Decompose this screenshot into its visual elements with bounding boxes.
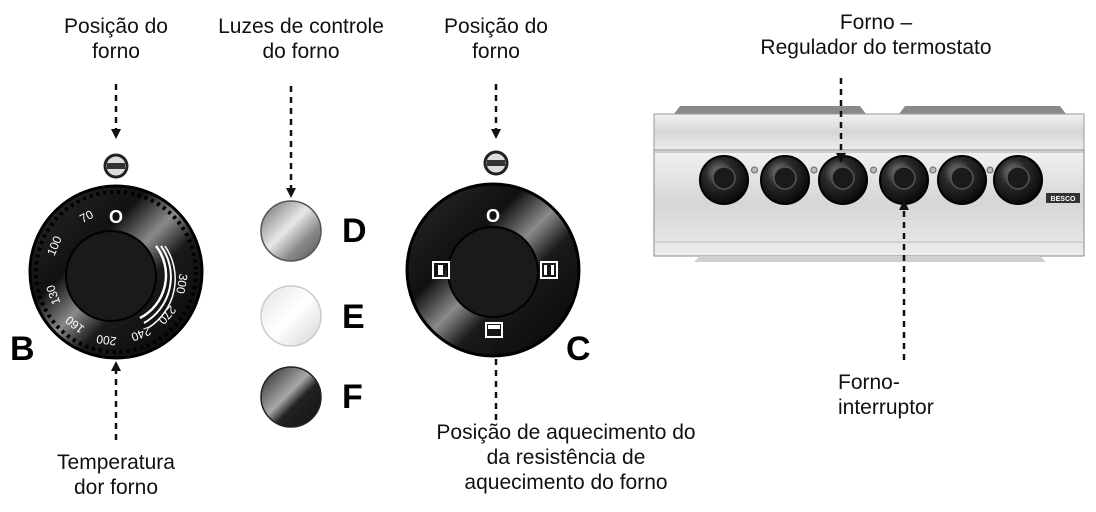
- function-switch-knob: [405, 182, 581, 358]
- letter-c: C: [566, 330, 591, 368]
- panel-knob: [818, 155, 868, 205]
- thermostat-tick-label: 300: [173, 273, 190, 295]
- letter-f: F: [342, 378, 363, 416]
- brand-label: BESCO: [1051, 196, 1076, 203]
- oven-position-indicator-left: [103, 153, 129, 179]
- thermostat-tick-label: 70: [77, 207, 96, 226]
- label-oven-position-center: Posição do forno: [444, 15, 548, 63]
- label-oven-switch: Forno- interruptor: [838, 371, 934, 419]
- letter-b: B: [10, 330, 35, 368]
- label-oven-position-left: Posição do forno: [64, 15, 168, 63]
- panel-knob: [937, 155, 987, 205]
- control-light-f: [260, 366, 322, 428]
- letter-d: D: [342, 212, 367, 250]
- panel-knob: [879, 155, 929, 205]
- control-light-d: [260, 200, 322, 262]
- panel-indicator-dot: [751, 166, 758, 174]
- top-heating-symbol-icon: [485, 322, 503, 338]
- panel-knob: [699, 155, 749, 205]
- panel-indicator-dot: [986, 166, 994, 174]
- brand-plate: [1046, 193, 1080, 203]
- label-control-lights: Luzes de controle do forno: [218, 15, 384, 63]
- label-heating-position: Posição de aquecimento do da resistência…: [436, 421, 696, 494]
- panel-knobs: [699, 155, 1043, 205]
- lower-heating-symbol-icon: [432, 261, 450, 279]
- letter-e: E: [342, 298, 365, 336]
- panel-indicator-dot: [870, 166, 877, 174]
- thermostat-off-symbol: O: [109, 207, 123, 227]
- thermostat-tick-label: 130: [43, 283, 63, 307]
- upper-lower-heating-symbol-icon: [540, 261, 558, 279]
- thermostat-knob: [28, 184, 204, 360]
- panel-indicator-dot: [929, 166, 937, 174]
- panel-knob: [760, 155, 810, 205]
- panel-knob: [993, 155, 1043, 205]
- switch-off-symbol: O: [486, 206, 500, 226]
- pointer-arrows: [111, 78, 909, 440]
- control-light-e: [260, 285, 322, 347]
- oven-position-indicator-center: [483, 150, 509, 176]
- thermostat-tick-label: 200: [95, 332, 117, 349]
- panel-indicator-dot: [810, 166, 818, 174]
- label-oven-temperature: Temperatura dor forno: [57, 451, 175, 499]
- label-thermostat-regulator: Forno – Regulador do termostato: [760, 11, 992, 59]
